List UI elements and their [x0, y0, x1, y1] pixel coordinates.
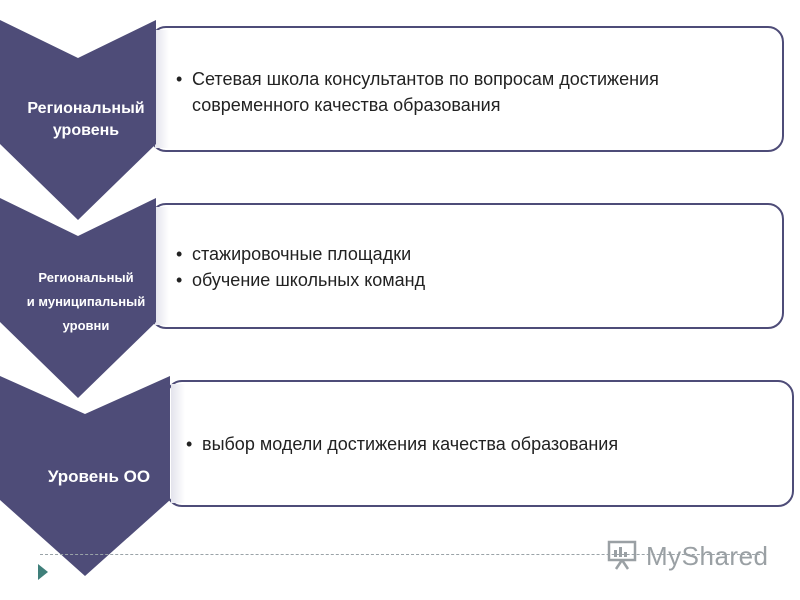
level-1-chevron: [0, 20, 156, 220]
level-1-shade: [155, 30, 169, 148]
level-3-bullet-list: выбор модели достижения качества образов…: [182, 431, 772, 457]
level-2-label-line-3: уровни: [62, 318, 110, 333]
level-3-label: Уровень ОО: [14, 466, 184, 488]
level-3-label-line-1: Уровень ОО: [47, 467, 151, 486]
watermark: MyShared: [606, 537, 769, 576]
level-3-card: выбор модели достижения качества образов…: [166, 380, 794, 507]
level-2-chevron: [0, 198, 156, 398]
level-2-label-line-1: Региональный: [38, 270, 134, 285]
presentation-board-icon: [606, 537, 640, 576]
level-1-label-line-1: Региональный: [27, 100, 145, 117]
level-1-bullet-list: Сетевая школа консультантов по вопросам …: [172, 66, 752, 118]
level-2-shade: [155, 207, 169, 325]
level-3-bullet-1: выбор модели достижения качества образов…: [182, 431, 772, 457]
footer-divider: [40, 554, 760, 555]
level-1-label: Региональный уровень: [6, 98, 166, 142]
level-1-label-line-2: уровень: [52, 122, 120, 139]
watermark-text: MyShared: [646, 541, 769, 571]
level-3-chevron: [0, 376, 170, 576]
level-3-shade: [171, 384, 185, 503]
level-2-label: Региональный и муниципальный уровни: [6, 266, 166, 338]
level-2-bullet-1: стажировочные площадки: [172, 241, 752, 267]
slide-nav-arrow-icon[interactable]: [38, 564, 48, 580]
level-1-bullet-1: Сетевая школа консультантов по вопросам …: [172, 66, 752, 118]
level-2-label-line-2: и муниципальный: [26, 294, 146, 309]
level-2-bullet-list: стажировочные площадки обучение школьных…: [172, 241, 752, 293]
level-2-bullet-2: обучение школьных команд: [172, 267, 752, 293]
level-2-card: стажировочные площадки обучение школьных…: [150, 203, 784, 329]
level-1-card: Сетевая школа консультантов по вопросам …: [150, 26, 784, 152]
